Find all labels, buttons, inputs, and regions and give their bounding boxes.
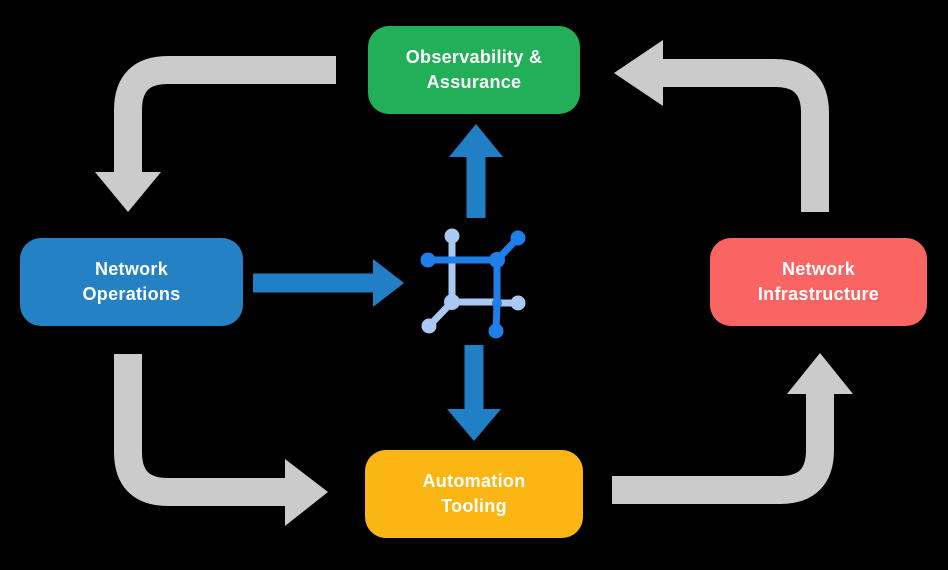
node-network-operations: Network Operations: [20, 238, 243, 326]
arrow-hub-to-tooling: [447, 345, 501, 441]
mesh-dark-nodes: [420, 230, 526, 339]
arrowhead-down-icon: [95, 172, 161, 212]
node-observability-assurance: Observability & Assurance: [368, 26, 580, 114]
node-label-line2: Operations: [82, 284, 181, 304]
node-label-line1: Automation: [422, 471, 526, 492]
node-label-line2: Tooling: [441, 496, 507, 516]
arrowhead-down-icon: [447, 409, 501, 441]
node-network-infrastructure: Network Infrastructure: [710, 238, 927, 326]
node-automation-tooling: Automation Tooling: [365, 450, 583, 538]
node-label-line1: Network: [94, 259, 169, 280]
network-mesh-icon: [420, 228, 526, 339]
arrow-shaft: [661, 59, 829, 212]
node-label-line2: Infrastructure: [757, 284, 880, 304]
node-label-line2: Assurance: [426, 72, 522, 92]
arrow-hub-to-observability: [449, 124, 503, 218]
arrow-shaft: [612, 392, 834, 504]
arrowhead-up-icon: [449, 124, 503, 157]
arrow-shaft: [114, 56, 336, 174]
arrow-tooling-to-infrastructure: [612, 353, 853, 504]
node-label-line1: Observability &: [405, 47, 543, 68]
arrow-operations-to-tooling: [114, 354, 328, 526]
arrow-observability-to-operations: [95, 56, 336, 212]
arrow-operations-to-hub: [253, 259, 404, 307]
arrowhead-right-icon: [285, 459, 328, 526]
arrowhead-up-icon: [787, 353, 853, 394]
arrow-infrastructure-to-observability: [614, 40, 829, 212]
arrow-shaft: [114, 354, 287, 506]
mesh-light-nodes: [421, 228, 526, 334]
arrowhead-left-icon: [614, 40, 663, 106]
node-label-line1: Network: [781, 259, 856, 280]
arrowhead-right-icon: [373, 259, 404, 307]
